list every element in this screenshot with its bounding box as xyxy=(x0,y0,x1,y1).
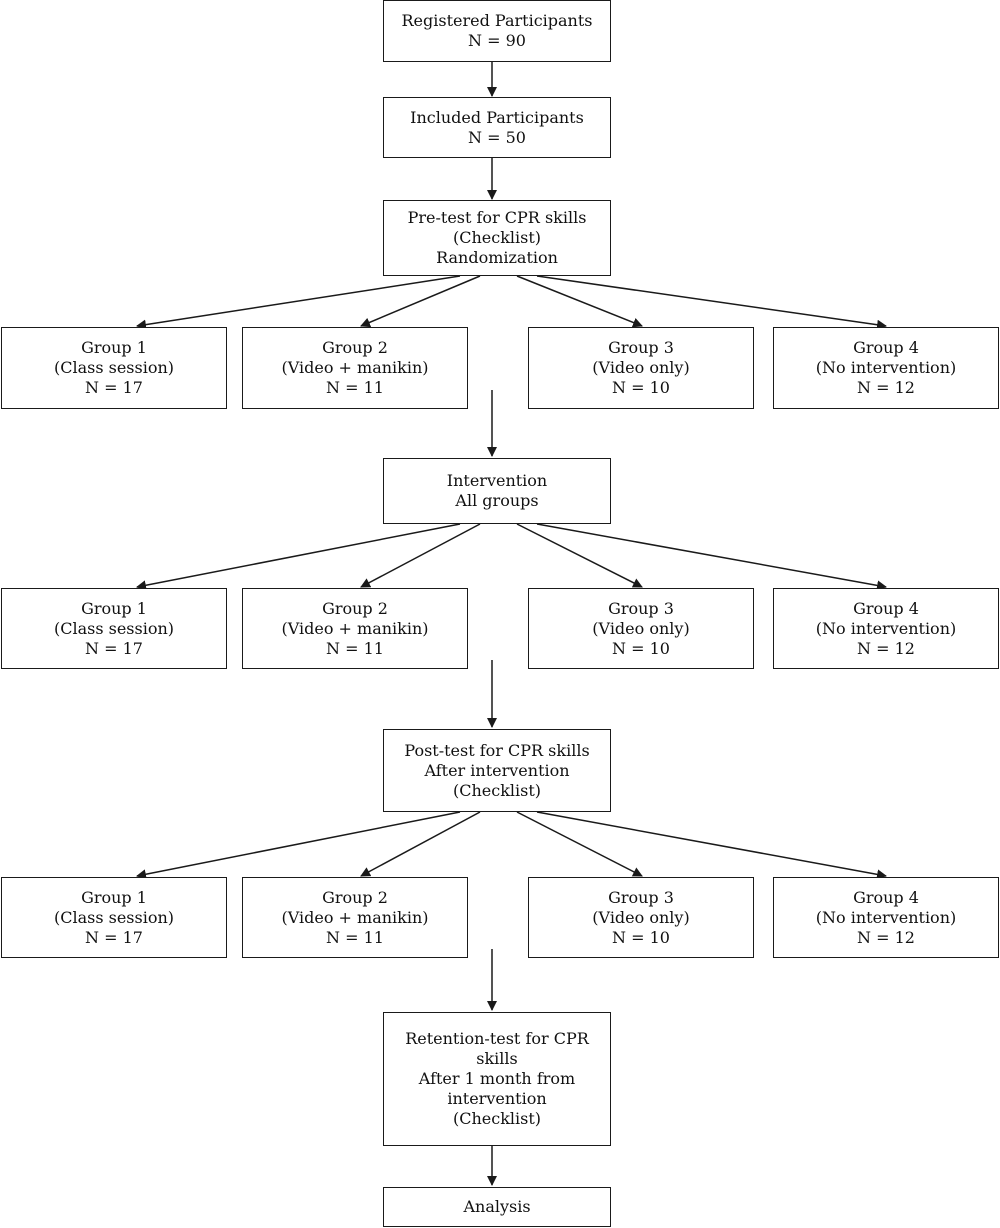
registered-participants-box: Registered Participants N = 90 xyxy=(383,0,611,62)
stage3-group3-box: Group 3 (Video only) N = 10 xyxy=(528,877,754,958)
group-description: (Video + manikin) xyxy=(281,358,429,377)
arrow-posttest-to-stage3-group4 xyxy=(536,811,887,880)
intervention-box: Intervention All groups xyxy=(383,458,611,524)
group-description: (Video only) xyxy=(592,907,690,927)
stage1-group2-box: Group 2 (Video + manikin) N = 11 xyxy=(242,327,468,409)
group-name: Group 4 xyxy=(853,887,919,907)
group-count: N = 17 xyxy=(85,378,143,397)
group-description: (Class session) xyxy=(53,618,175,638)
arrow-intervention-to-stage2-group3 xyxy=(516,523,643,588)
retention-title-cont: skills xyxy=(476,1049,518,1068)
group-description: (No intervention) xyxy=(815,907,957,927)
group-name: Group 4 xyxy=(853,338,919,357)
intervention-title: Intervention xyxy=(446,471,548,490)
pretest-randomization: Randomization xyxy=(436,248,558,267)
group-description: (Class session) xyxy=(53,907,175,927)
arrow-posttest-to-stage3-group2 xyxy=(360,811,481,877)
stage3-group2-box: Group 2 (Video + manikin) N = 11 xyxy=(242,877,468,958)
arrow-intervention-to-stage2-group4 xyxy=(536,523,887,591)
stage1-group3-box: Group 3 (Video only) N = 10 xyxy=(528,327,754,409)
group-description: (Video only) xyxy=(592,358,690,377)
analysis-box: Analysis xyxy=(383,1187,611,1227)
group-count: N = 10 xyxy=(612,378,670,397)
intervention-scope: All groups xyxy=(455,491,539,510)
retention-method: (Checklist) xyxy=(452,1109,542,1128)
group-count: N = 11 xyxy=(326,638,384,658)
group-name: Group 1 xyxy=(81,598,147,618)
group-count: N = 12 xyxy=(857,927,915,947)
pretest-title: Pre-test for CPR skills xyxy=(407,208,587,227)
stage1-group1-box: Group 1 (Class session) N = 17 xyxy=(1,327,227,409)
pretest-box: Pre-test for CPR skills (Checklist) Rand… xyxy=(383,200,611,276)
arrow-pretest-to-stage1-group1 xyxy=(136,275,461,330)
group-count: N = 11 xyxy=(326,378,384,397)
group-name: Group 2 xyxy=(322,338,388,357)
posttest-timing: After intervention xyxy=(424,760,570,780)
arrow-pretest-to-stage1-group3 xyxy=(516,275,643,328)
group-name: Group 1 xyxy=(81,887,147,907)
group-name: Group 4 xyxy=(853,598,919,618)
registered-count: N = 90 xyxy=(468,31,526,50)
stage3-group1-box: Group 1 (Class session) N = 17 xyxy=(1,877,227,958)
posttest-box: Post-test for CPR skills After intervent… xyxy=(383,729,611,812)
retention-test-box: Retention-test for CPR skills After 1 mo… xyxy=(383,1012,611,1146)
group-count: N = 10 xyxy=(612,927,670,947)
group-description: (No intervention) xyxy=(815,618,957,638)
group-name: Group 3 xyxy=(608,338,674,357)
stage2-group1-box: Group 1 (Class session) N = 17 xyxy=(1,588,227,669)
arrow-intervention-to-stage2-group2 xyxy=(360,523,481,588)
posttest-title: Post-test for CPR skills xyxy=(404,740,590,760)
group-name: Group 1 xyxy=(81,338,147,357)
group-description: (Video + manikin) xyxy=(281,907,429,927)
arrow-pretest-to-stage1-group4 xyxy=(536,275,887,330)
retention-timing-cont: intervention xyxy=(447,1089,547,1108)
group-count: N = 12 xyxy=(857,378,915,397)
arrow-posttest-to-stage3-group3 xyxy=(516,811,643,877)
group-description: (Video only) xyxy=(592,618,690,638)
stage3-group4-box: Group 4 (No intervention) N = 12 xyxy=(773,877,999,958)
retention-timing: After 1 month from xyxy=(418,1069,576,1088)
stage2-group4-box: Group 4 (No intervention) N = 12 xyxy=(773,588,999,669)
arrow-pretest-to-stage1-group2 xyxy=(360,275,481,328)
group-count: N = 10 xyxy=(612,638,670,658)
posttest-method: (Checklist) xyxy=(452,780,542,800)
group-name: Group 2 xyxy=(322,887,388,907)
arrow-posttest-to-stage3-group1 xyxy=(136,811,461,880)
group-name: Group 2 xyxy=(322,598,388,618)
group-name: Group 3 xyxy=(608,887,674,907)
stage2-group3-box: Group 3 (Video only) N = 10 xyxy=(528,588,754,669)
included-count: N = 50 xyxy=(468,127,526,147)
group-count: N = 12 xyxy=(857,638,915,658)
registered-label: Registered Participants xyxy=(401,11,593,30)
analysis-label: Analysis xyxy=(463,1197,531,1216)
included-participants-box: Included Participants N = 50 xyxy=(383,97,611,158)
pretest-method: (Checklist) xyxy=(452,228,542,247)
group-count: N = 17 xyxy=(85,638,143,658)
stage2-group2-box: Group 2 (Video + manikin) N = 11 xyxy=(242,588,468,669)
group-count: N = 17 xyxy=(85,927,143,947)
retention-title: Retention-test for CPR xyxy=(405,1029,589,1048)
stage1-group4-box: Group 4 (No intervention) N = 12 xyxy=(773,327,999,409)
arrow-intervention-to-stage2-group1 xyxy=(136,523,461,591)
group-count: N = 11 xyxy=(326,927,384,947)
included-label: Included Participants xyxy=(410,107,584,127)
group-description: (Class session) xyxy=(53,358,175,377)
group-name: Group 3 xyxy=(608,598,674,618)
group-description: (No intervention) xyxy=(815,358,957,377)
group-description: (Video + manikin) xyxy=(281,618,429,638)
